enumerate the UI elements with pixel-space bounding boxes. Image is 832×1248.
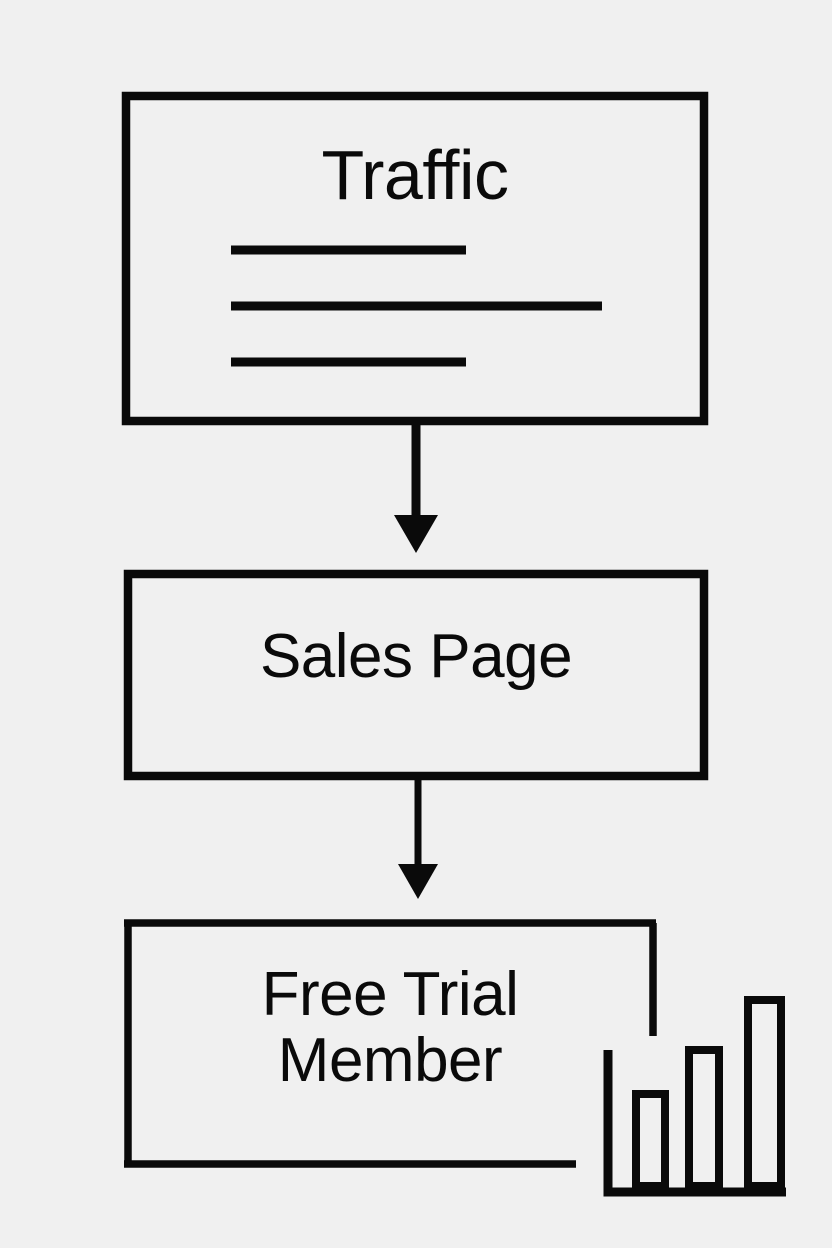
- arrow-sales-page-to-free-trial-member: [398, 779, 438, 899]
- traffic-label: Traffic: [321, 136, 509, 214]
- bar-chart-icon[interactable]: [603, 996, 786, 1197]
- traffic-box[interactable]: [121, 91, 709, 426]
- bar-chart-bar-2: [685, 1046, 723, 1190]
- bar-chart-bar-1: [632, 1090, 669, 1190]
- bar-chart-bar-3: [744, 996, 785, 1190]
- arrow-traffic-to-sales-page: [394, 423, 438, 553]
- free-trial-member-label: Free Trial Member: [261, 960, 519, 1095]
- sales-page-box[interactable]: [123, 569, 709, 781]
- sales-page-label: Sales Page: [259, 622, 573, 691]
